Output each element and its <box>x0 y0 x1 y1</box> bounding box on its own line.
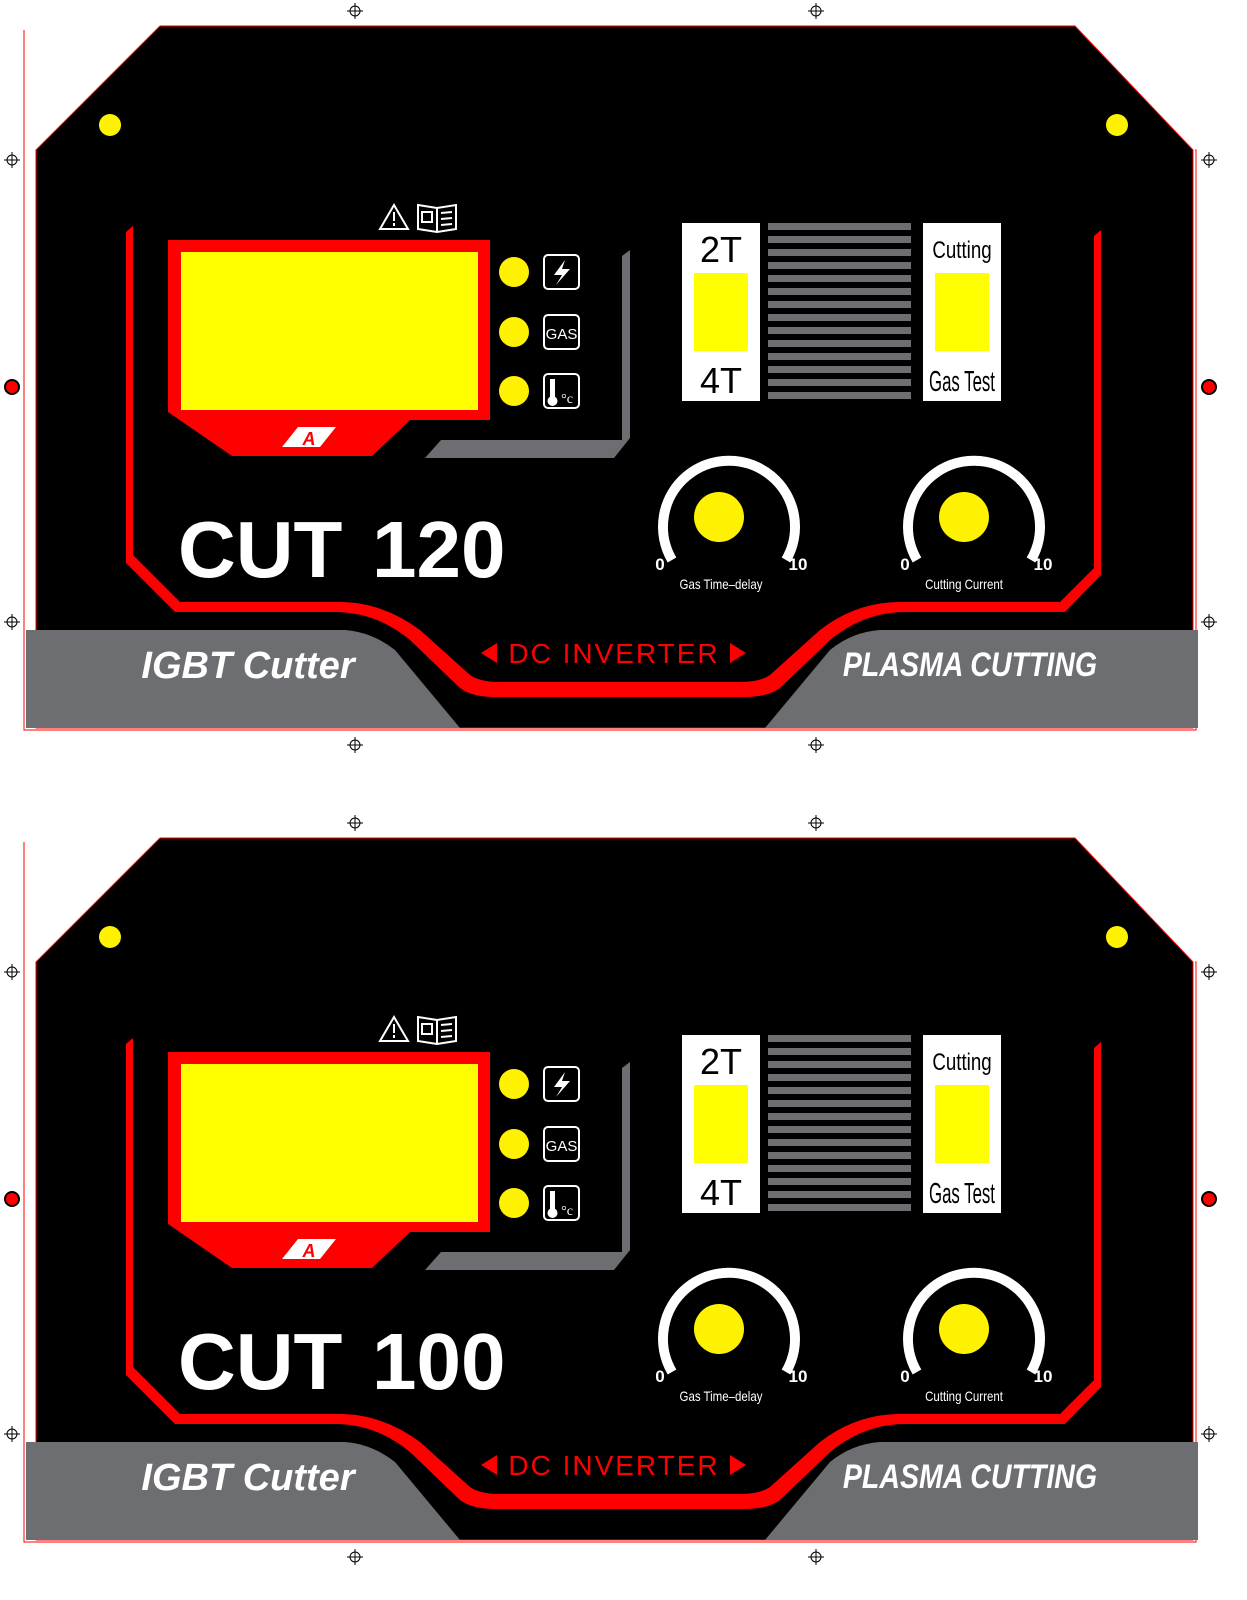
thermometer-icon: °c <box>543 1185 580 1221</box>
band-left <box>26 630 460 728</box>
screw-dot-left <box>99 114 121 136</box>
knob2-max: 10 <box>1034 555 1053 574</box>
lcd-display <box>181 1064 478 1222</box>
tagline-right: PLASMA CUTTING <box>843 646 1097 684</box>
manual-book-icon <box>417 1015 457 1046</box>
function-switch[interactable]: Cutting Gas Test <box>923 223 1001 401</box>
side-marker-left <box>4 379 20 395</box>
screw-dot-left <box>99 926 121 948</box>
cutting-label: Cutting <box>932 1049 991 1076</box>
mode-4t-label: 4T <box>700 1172 742 1213</box>
overheat-led <box>499 376 529 406</box>
band-left <box>26 1442 460 1540</box>
gas-icon: GAS <box>543 314 580 350</box>
arrow-left-icon <box>481 1455 497 1475</box>
arrow-right-icon <box>730 1455 746 1475</box>
knob1-max: 10 <box>789 555 808 574</box>
screw-dot-right <box>1106 114 1128 136</box>
knob1-min: 0 <box>655 1367 664 1386</box>
mode-4t-label: 4T <box>700 360 742 401</box>
power-led <box>499 1069 529 1099</box>
screw-dot-right <box>1106 926 1128 948</box>
warning-icon <box>378 203 410 230</box>
side-marker-left <box>4 1191 20 1207</box>
function-switch[interactable]: Cutting Gas Test <box>923 1035 1001 1213</box>
knob2-label: Cutting Current <box>925 576 1003 592</box>
lcd-display <box>181 252 478 410</box>
mode-switch[interactable]: 2T 4T <box>682 1035 760 1213</box>
warning-icon <box>378 1015 410 1042</box>
gas-icon: GAS <box>543 1126 580 1162</box>
knob2-min: 0 <box>900 1367 909 1386</box>
knob1-min: 0 <box>655 555 664 574</box>
side-marker-right <box>1201 1191 1217 1207</box>
tagline-left: IGBT Cutter <box>141 1457 356 1499</box>
registration-marks <box>4 3 1217 753</box>
model-name: CUT <box>178 505 343 594</box>
gas-led <box>499 317 529 347</box>
knob2-label: Cutting Current <box>925 1388 1003 1404</box>
vent-stripes <box>768 223 911 399</box>
cutting-label: Cutting <box>932 237 991 264</box>
thermometer-icon: °c <box>543 373 580 409</box>
model-rating: 100 <box>372 1317 505 1406</box>
knob1-label: Gas Time–delay <box>680 576 763 592</box>
brand-logo <box>282 1239 336 1259</box>
tagline-center: DC INVERTER <box>508 638 719 669</box>
registration-marks <box>4 815 1217 1565</box>
model-rating: 120 <box>372 505 505 594</box>
lightning-icon <box>543 254 580 290</box>
brand-mark-text: A <box>302 429 316 449</box>
gas-test-label: Gas Test <box>929 1178 995 1210</box>
gas-test-label: Gas Test <box>929 366 995 398</box>
gas-led <box>499 1129 529 1159</box>
gas-time-delay-knob[interactable]: 0 10 Gas Time–delay <box>655 455 808 593</box>
control-panel-2: A GAS °c CUT 100 <box>0 812 1247 1572</box>
arrow-left-icon <box>481 643 497 663</box>
tagline-left: IGBT Cutter <box>141 645 356 687</box>
knob1-max: 10 <box>789 1367 808 1386</box>
knob1-label: Gas Time–delay <box>680 1388 763 1404</box>
manual-book-icon <box>417 203 457 234</box>
mode-2t-label: 2T <box>700 229 742 270</box>
knob2-max: 10 <box>1034 1367 1053 1386</box>
power-led <box>499 257 529 287</box>
band-right <box>765 1442 1198 1540</box>
temp-unit-label: °c <box>561 392 573 407</box>
overheat-led <box>499 1188 529 1218</box>
vent-stripes <box>768 1035 911 1211</box>
mode-switch[interactable]: 2T 4T <box>682 223 760 401</box>
brand-logo <box>282 427 336 447</box>
side-marker-right <box>1201 379 1217 395</box>
mode-2t-label: 2T <box>700 1041 742 1082</box>
cutting-current-knob[interactable]: 0 10 Cutting Current <box>900 1267 1053 1405</box>
lightning-icon <box>543 1066 580 1102</box>
gas-time-delay-knob[interactable]: 0 10 Gas Time–delay <box>655 1267 808 1405</box>
temp-unit-label: °c <box>561 1204 573 1219</box>
knob2-min: 0 <box>900 555 909 574</box>
tagline-center: DC INVERTER <box>508 1450 719 1481</box>
brand-mark-text: A <box>302 1241 316 1261</box>
control-panel-1: A GAS °c CUT <box>0 0 1247 760</box>
cutting-current-knob[interactable]: 0 10 Cutting Current <box>900 455 1053 593</box>
gas-label: GAS <box>546 326 578 343</box>
arrow-right-icon <box>730 643 746 663</box>
model-name: CUT <box>178 1317 343 1406</box>
gas-label: GAS <box>546 1138 578 1155</box>
band-right <box>765 630 1198 728</box>
tagline-right: PLASMA CUTTING <box>843 1458 1097 1496</box>
